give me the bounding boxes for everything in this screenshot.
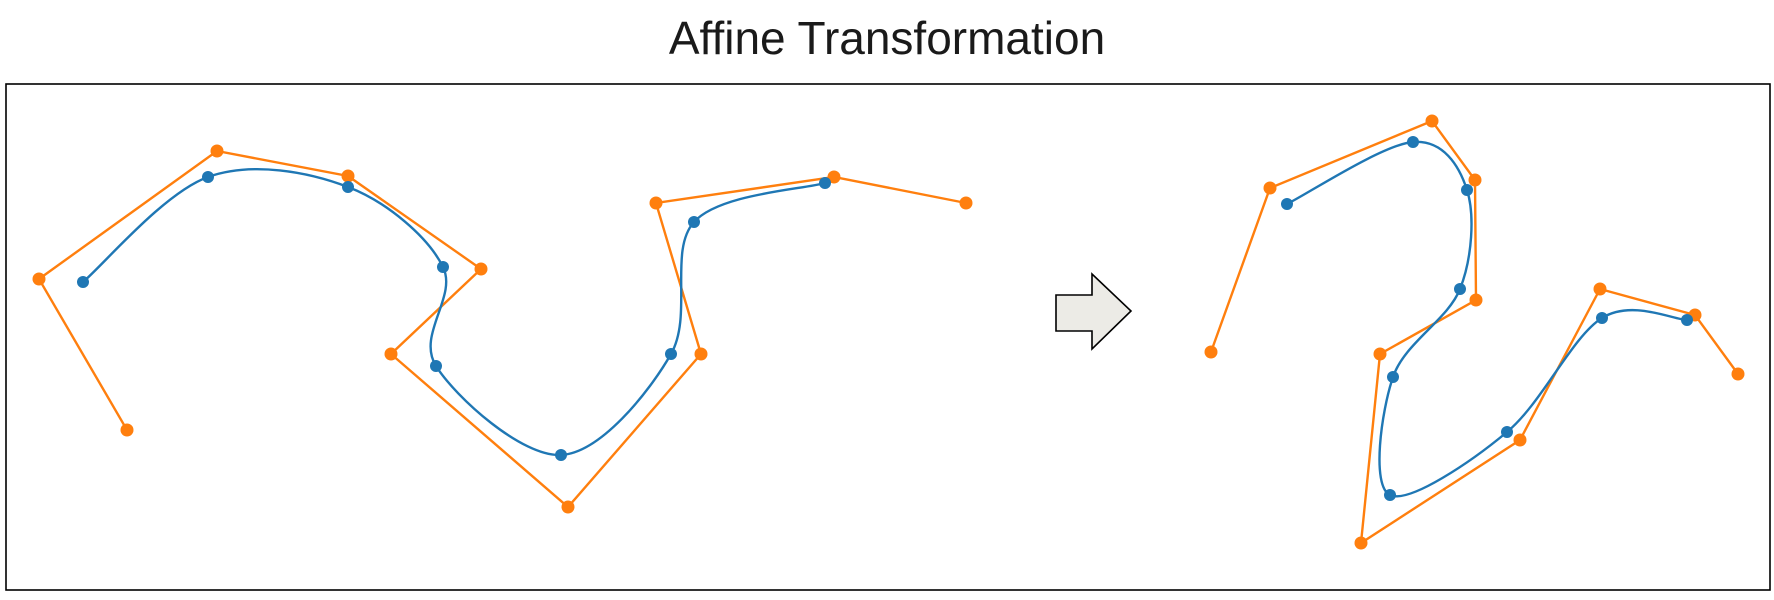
curve-point bbox=[1454, 283, 1466, 295]
curve-point bbox=[819, 177, 831, 189]
curve-point bbox=[1384, 489, 1396, 501]
figure-frame bbox=[5, 83, 1771, 591]
control-point bbox=[1354, 536, 1368, 550]
control-polygon bbox=[37, 149, 967, 509]
curve-point bbox=[1281, 198, 1293, 210]
control-point bbox=[694, 347, 708, 361]
curve-point bbox=[437, 261, 449, 273]
spline-curve bbox=[82, 168, 826, 457]
curve-point bbox=[1681, 314, 1693, 326]
curve-point bbox=[1596, 312, 1608, 324]
control-point bbox=[959, 196, 973, 210]
spline-curve bbox=[1286, 140, 1688, 498]
panel-original bbox=[32, 144, 973, 514]
curve-point bbox=[1461, 184, 1473, 196]
right-arrow-icon bbox=[1055, 272, 1133, 351]
control-point bbox=[1468, 173, 1482, 187]
control-point bbox=[1373, 347, 1387, 361]
control-point bbox=[827, 170, 841, 184]
control-point bbox=[32, 272, 46, 286]
control-point bbox=[1204, 345, 1218, 359]
curve-point bbox=[688, 216, 700, 228]
control-point bbox=[1263, 181, 1277, 195]
curve-point bbox=[202, 171, 214, 183]
control-point bbox=[1731, 367, 1745, 381]
control-point bbox=[474, 262, 488, 276]
curve-point bbox=[77, 276, 89, 288]
figure-title: Affine Transformation bbox=[668, 12, 1106, 64]
control-point bbox=[341, 169, 355, 183]
panel-transformed bbox=[1204, 114, 1745, 550]
control-point bbox=[561, 500, 575, 514]
control-point bbox=[1513, 433, 1527, 447]
control-point bbox=[384, 347, 398, 361]
curve-point bbox=[665, 348, 677, 360]
curve-point bbox=[1387, 371, 1399, 383]
control-point bbox=[120, 423, 134, 437]
control-point bbox=[1593, 282, 1607, 296]
control-point bbox=[649, 196, 663, 210]
curve-point bbox=[342, 181, 354, 193]
control-point bbox=[1469, 293, 1483, 307]
curve-point bbox=[430, 360, 442, 372]
control-point bbox=[210, 144, 224, 158]
curve-point bbox=[555, 449, 567, 461]
curve-point bbox=[1407, 136, 1419, 148]
control-point bbox=[1425, 114, 1439, 128]
curve-point bbox=[1501, 426, 1513, 438]
